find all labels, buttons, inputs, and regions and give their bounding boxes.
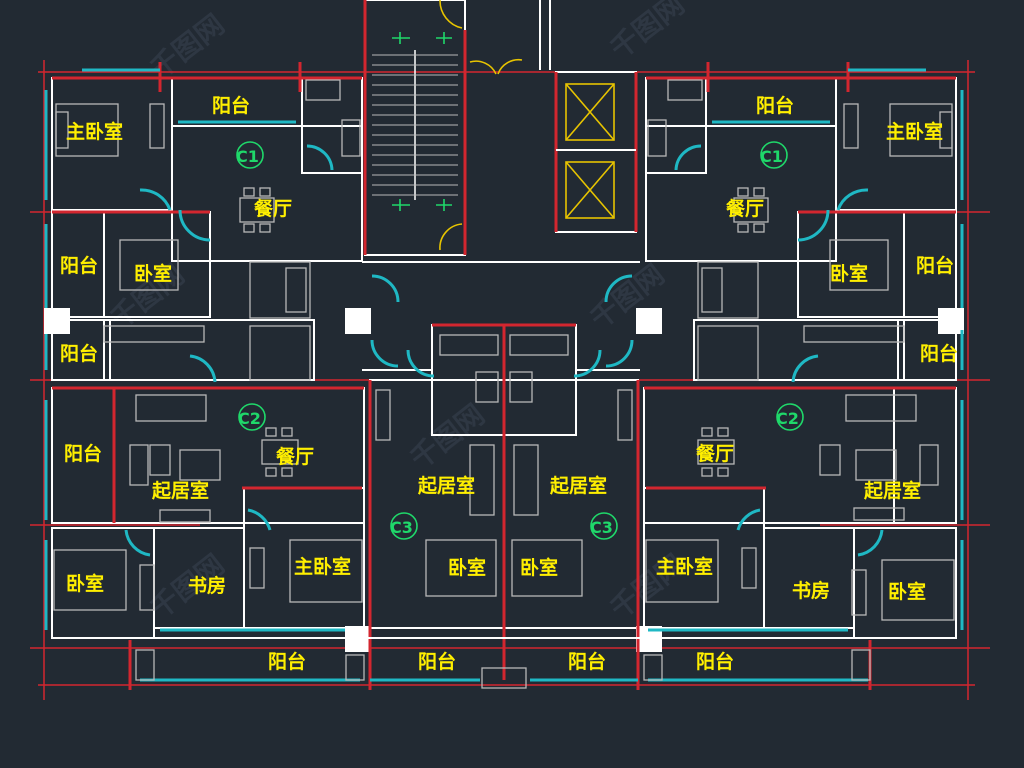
room-label-dining: 餐厅 xyxy=(276,445,314,468)
elevators xyxy=(554,71,638,233)
unit-c1-right: C1 xyxy=(645,62,964,370)
stairwell xyxy=(363,0,551,256)
room-label-master-bedroom: 主卧室 xyxy=(66,120,123,143)
room-label-living: 起居室 xyxy=(549,474,607,497)
room-label-dining: 餐厅 xyxy=(696,442,734,465)
room-label-living: 起居室 xyxy=(417,474,475,497)
axis-lines xyxy=(30,60,990,700)
room-label-balcony: 阳台 xyxy=(696,650,734,673)
room-label-bedroom: 卧室 xyxy=(520,556,558,579)
watermark-text: 千图网 xyxy=(404,398,491,476)
unit-tag-c3-left: C3 xyxy=(390,518,413,537)
room-label-living: 起居室 xyxy=(863,479,921,502)
room-label-balcony: 阳台 xyxy=(60,342,98,365)
unit-c3-center: C3 C3 xyxy=(368,323,640,690)
unit-tag-c3-right: C3 xyxy=(590,518,613,537)
room-label-bedroom: 卧室 xyxy=(888,580,926,603)
room-label-study: 书房 xyxy=(792,579,830,602)
unit-c1-left: C1 xyxy=(44,62,363,370)
unit-tag-c2: C2 xyxy=(238,409,261,428)
room-label-dining: 餐厅 xyxy=(254,197,292,220)
watermark-text: 千图网 xyxy=(144,8,231,86)
unit-c2-right: C2 xyxy=(643,319,964,682)
room-label-balcony: 阳台 xyxy=(418,650,456,673)
room-label-bedroom: 卧室 xyxy=(134,262,172,285)
room-label-bedroom: 卧室 xyxy=(448,556,486,579)
watermark-text: 千图网 xyxy=(604,0,691,66)
room-label-balcony: 阳台 xyxy=(268,650,306,673)
room-label-balcony: 阳台 xyxy=(756,94,794,117)
unit-tag-c1-right: C1 xyxy=(760,147,783,166)
room-label-bedroom: 卧室 xyxy=(830,262,868,285)
room-label-dining: 餐厅 xyxy=(726,197,764,220)
room-label-master-bedroom: 主卧室 xyxy=(656,555,713,578)
room-label-balcony: 阳台 xyxy=(212,94,250,117)
room-label-balcony: 阳台 xyxy=(916,254,954,277)
room-label-living: 起居室 xyxy=(151,479,209,502)
room-label-balcony: 阳台 xyxy=(64,442,102,465)
bottom-balconies xyxy=(128,637,900,690)
room-labels: 主卧室 阳台 餐厅 阳台 卧室 阳台 阳台 餐厅 起居室 卧室 书房 主卧室 阳… xyxy=(60,94,958,673)
room-label-balcony: 阳台 xyxy=(920,342,958,365)
room-label-master-bedroom: 主卧室 xyxy=(294,555,351,578)
unit-c2-left: C2 xyxy=(44,319,365,682)
unit-tag-c1: C1 xyxy=(236,147,259,166)
room-label-master-bedroom: 主卧室 xyxy=(886,120,943,143)
room-label-bedroom: 卧室 xyxy=(66,572,104,595)
room-label-balcony: 阳台 xyxy=(568,650,606,673)
room-label-balcony: 阳台 xyxy=(60,254,98,277)
unit-tag-c2-right: C2 xyxy=(776,409,799,428)
room-label-study: 书房 xyxy=(188,574,226,597)
